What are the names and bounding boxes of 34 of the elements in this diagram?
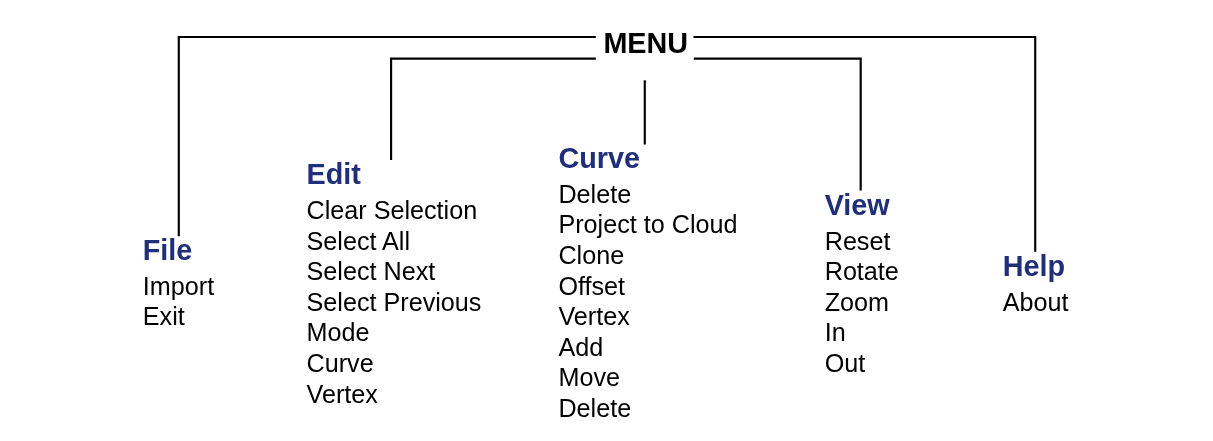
node-label: Rotate xyxy=(824,257,899,286)
node-label: Add xyxy=(557,332,603,361)
node-label: Select All xyxy=(306,226,410,255)
node-text: Help xyxy=(1002,249,1065,282)
node-label: Delete xyxy=(557,393,631,422)
node-text: MENU xyxy=(602,26,688,59)
node-label: Exit xyxy=(142,302,185,331)
node-label: Import xyxy=(142,271,214,300)
node-label: Reset xyxy=(824,226,890,255)
node-label: Zoom xyxy=(824,287,889,316)
node-label: Curve xyxy=(306,349,374,377)
node-label: Offset xyxy=(557,271,625,300)
node-text: Edit xyxy=(306,158,361,191)
node-label: Select Next xyxy=(306,257,435,286)
node-text: File xyxy=(142,233,192,266)
node-label: In xyxy=(824,318,846,347)
node-label: Out xyxy=(824,349,865,377)
node-label: Delete xyxy=(557,179,631,208)
connector xyxy=(389,57,596,160)
node-text: Curve xyxy=(557,141,640,174)
connector xyxy=(693,57,862,191)
node-label: Vertex xyxy=(306,379,378,408)
node-label: Clear Selection xyxy=(306,196,477,225)
node-text: View xyxy=(824,188,890,221)
node-label: About xyxy=(1002,287,1069,316)
node-label: Vertex xyxy=(557,302,630,331)
node-label: Select Previous xyxy=(306,287,481,316)
connector xyxy=(692,35,1036,252)
node-label: Project to Cloud xyxy=(557,210,738,239)
node-label: Mode xyxy=(306,318,369,347)
node-label: Move xyxy=(557,363,620,392)
connector xyxy=(643,80,646,145)
node-label: Clone xyxy=(557,241,624,270)
connector xyxy=(177,35,596,237)
